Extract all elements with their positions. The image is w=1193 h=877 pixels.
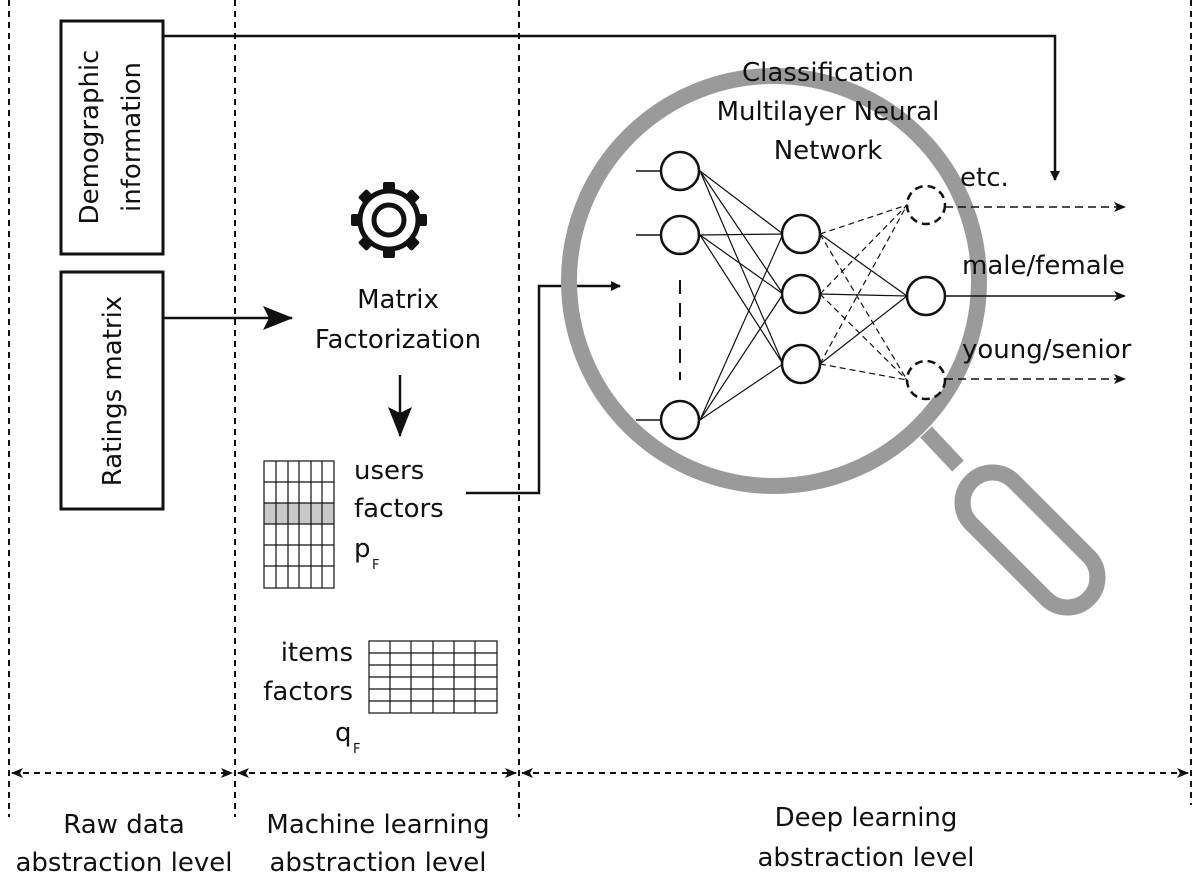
demographic-label-line1: Demographic: [75, 50, 105, 225]
hidden-to-output-edges: [819, 233, 908, 365]
mf-label-line2: Factorization: [315, 325, 481, 355]
output-node-gender: [905, 275, 947, 317]
output-node-etc: [905, 184, 947, 226]
users-factors-line1: users: [354, 456, 424, 486]
ml-level-label-line2: abstraction level: [270, 848, 487, 877]
items-factors-subscript: F: [353, 742, 360, 757]
input-to-hidden-edges: [699, 170, 784, 421]
output-label-etc: etc.: [960, 163, 1009, 193]
items-factors-line1: items: [281, 638, 353, 668]
users-factors-to-network-arrow: [466, 281, 621, 495]
items-factors-symbol: q: [335, 718, 352, 748]
dl-level-label-line1: Deep learning: [775, 803, 958, 833]
hidden-to-optional-edges: [819, 204, 908, 381]
ratings-box: Ratings matrix: [59, 270, 165, 511]
output-label-gender: male/female: [962, 251, 1125, 281]
raw-level-label-line2: abstraction level: [16, 848, 233, 877]
users-factors-symbol: p: [354, 534, 371, 564]
network-title-line1: Classification: [742, 58, 914, 88]
demographic-box: Demographic information: [59, 19, 165, 256]
users-factors-subscript: F: [372, 558, 379, 573]
demographic-to-output-arrow: [163, 34, 1060, 181]
neural-network: [636, 150, 947, 441]
raw-level-label-line1: Raw data: [63, 810, 185, 840]
items-factors-matrix: [368, 640, 498, 714]
ratings-label: Ratings matrix: [98, 296, 128, 486]
output-label-age: young/senior: [962, 335, 1132, 365]
output-node-age: [905, 359, 947, 401]
connectors: [163, 34, 1060, 495]
output-arrows: [945, 202, 1126, 384]
demographic-label-line2: information: [117, 62, 147, 212]
dl-level-label-line2: abstraction level: [758, 843, 975, 873]
level-separators: [8, 0, 1192, 817]
input-nodes: [659, 150, 701, 441]
hidden-nodes: [780, 213, 822, 385]
users-factors-matrix: [263, 460, 335, 589]
gear-icon: [351, 182, 427, 258]
items-factors-line2: factors: [263, 677, 353, 707]
ml-level-label-line1: Machine learning: [266, 810, 489, 840]
input-stubs: [636, 170, 660, 421]
magnifier-icon: [561, 68, 1106, 616]
mf-label-line1: Matrix: [357, 285, 439, 315]
network-title-line2: Multilayer Neural: [717, 97, 940, 127]
network-title-line3: Network: [774, 136, 883, 166]
users-factors-line2: factors: [354, 494, 444, 524]
